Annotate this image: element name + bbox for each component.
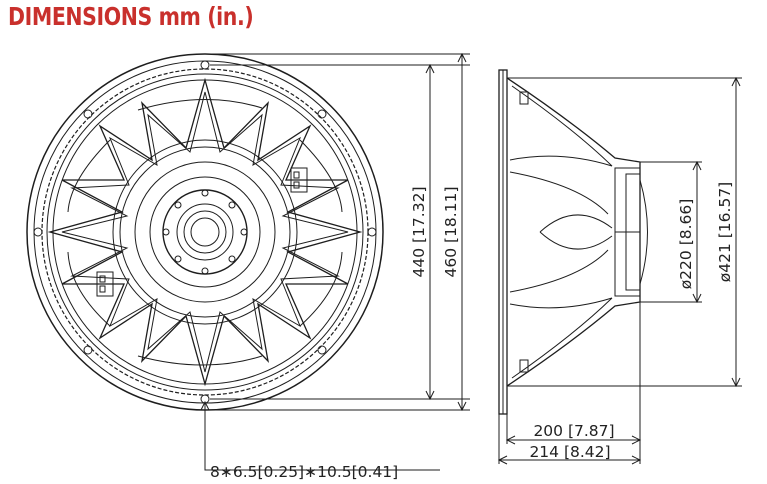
terminal-icon <box>96 167 308 297</box>
inner-depth-label: 200 [7.87] <box>533 422 614 440</box>
side-diameter-dimensions <box>507 76 742 388</box>
mounting-holes-label: 8∗6.5[0.25]∗10.5[0.41] <box>210 463 398 481</box>
magnet-diameter-label: ø220 [8.66] <box>677 199 695 290</box>
side-depth-dimensions <box>497 302 642 465</box>
total-depth-label: 214 [8.42] <box>529 443 610 461</box>
diagram-title: DIMENSIONS mm (in.) <box>8 2 254 31</box>
front-height-dimensions <box>205 52 470 412</box>
outer-height-label: 460 [18.11] <box>442 187 460 278</box>
front-view <box>26 53 440 471</box>
frame-diameter-label: ø421 [16.57] <box>716 182 734 282</box>
inner-height-label: 440 [17.32] <box>410 187 428 278</box>
mounting-hole-icon <box>33 60 377 404</box>
side-view <box>498 69 648 415</box>
